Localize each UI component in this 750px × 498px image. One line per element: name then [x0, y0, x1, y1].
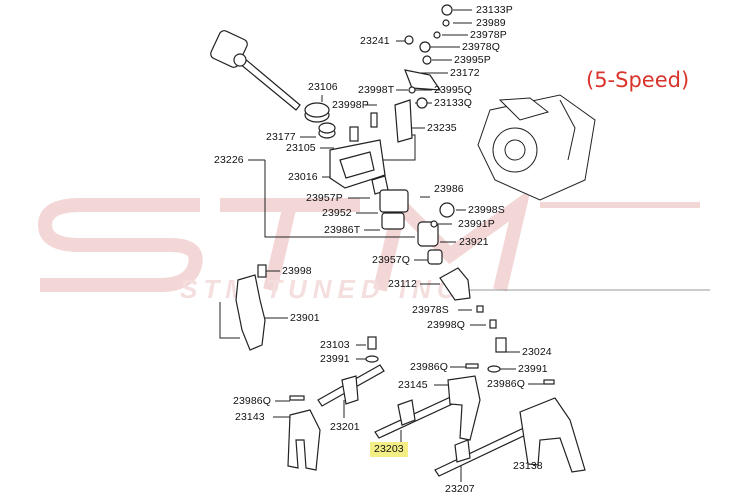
part-label-23952[interactable]: 23952 — [322, 207, 352, 219]
part-label-23978P[interactable]: 23978P — [470, 29, 507, 41]
watermark-text: STM TUNED INC. — [180, 274, 475, 304]
part-label-23978S[interactable]: 23978S — [412, 304, 449, 316]
part-label-23991-right[interactable]: 23991 — [518, 363, 548, 375]
part-label-23901[interactable]: 23901 — [290, 312, 320, 324]
part-label-23986[interactable]: 23986 — [434, 183, 464, 195]
part-label-23145[interactable]: 23145 — [398, 379, 428, 391]
part-label-23986Q-right[interactable]: 23986Q — [487, 378, 525, 390]
part-label-23201[interactable]: 23201 — [330, 421, 360, 433]
part-label-23991[interactable]: 23991 — [320, 353, 350, 365]
part-label-23998[interactable]: 23998 — [282, 265, 312, 277]
part-label-23138[interactable]: 23138 — [513, 460, 543, 472]
part-label-23016[interactable]: 23016 — [288, 171, 318, 183]
part-label-23024[interactable]: 23024 — [522, 346, 552, 358]
part-label-23986Q-left[interactable]: 23986Q — [233, 395, 271, 407]
part-label-23998S[interactable]: 23998S — [468, 204, 505, 216]
part-label-23957Q[interactable]: 23957Q — [372, 254, 410, 266]
part-label-23986T[interactable]: 23986T — [324, 224, 361, 236]
part-label-23986Q-mid[interactable]: 23986Q — [410, 361, 448, 373]
part-label-23921[interactable]: 23921 — [459, 236, 489, 248]
part-label-23207[interactable]: 23207 — [445, 483, 475, 495]
part-label-23203-highlighted[interactable]: 23203 — [370, 442, 408, 457]
part-label-23112[interactable]: 23112 — [388, 278, 417, 290]
part-label-23105[interactable]: 23105 — [286, 142, 316, 154]
part-label-23998Q[interactable]: 23998Q — [427, 319, 465, 331]
part-label-23133Q[interactable]: 23133Q — [434, 97, 472, 109]
part-label-23995Q[interactable]: 23995Q — [434, 84, 472, 96]
part-label-23998P[interactable]: 23998P — [332, 99, 369, 111]
part-label-23995P[interactable]: 23995P — [454, 54, 491, 66]
diagram-title: (5-Speed) — [586, 68, 690, 92]
part-label-23172[interactable]: 23172 — [450, 67, 480, 79]
part-label-23978Q[interactable]: 23978Q — [462, 41, 500, 53]
part-label-23106[interactable]: 23106 — [308, 81, 338, 93]
part-label-23241[interactable]: 23241 — [360, 35, 390, 47]
part-label-23989[interactable]: 23989 — [476, 17, 506, 29]
part-label-23103[interactable]: 23103 — [320, 339, 350, 351]
part-label-23177[interactable]: 23177 — [266, 131, 296, 143]
part-label-23991P[interactable]: 23991P — [458, 218, 495, 230]
part-label-23998T[interactable]: 23998T — [358, 84, 395, 96]
part-label-23133P[interactable]: 23133P — [476, 4, 513, 16]
part-label-23957P[interactable]: 23957P — [306, 192, 343, 204]
part-label-23143[interactable]: 23143 — [235, 411, 265, 423]
part-label-23226[interactable]: 23226 — [214, 154, 244, 166]
part-label-23235[interactable]: 23235 — [427, 122, 457, 134]
